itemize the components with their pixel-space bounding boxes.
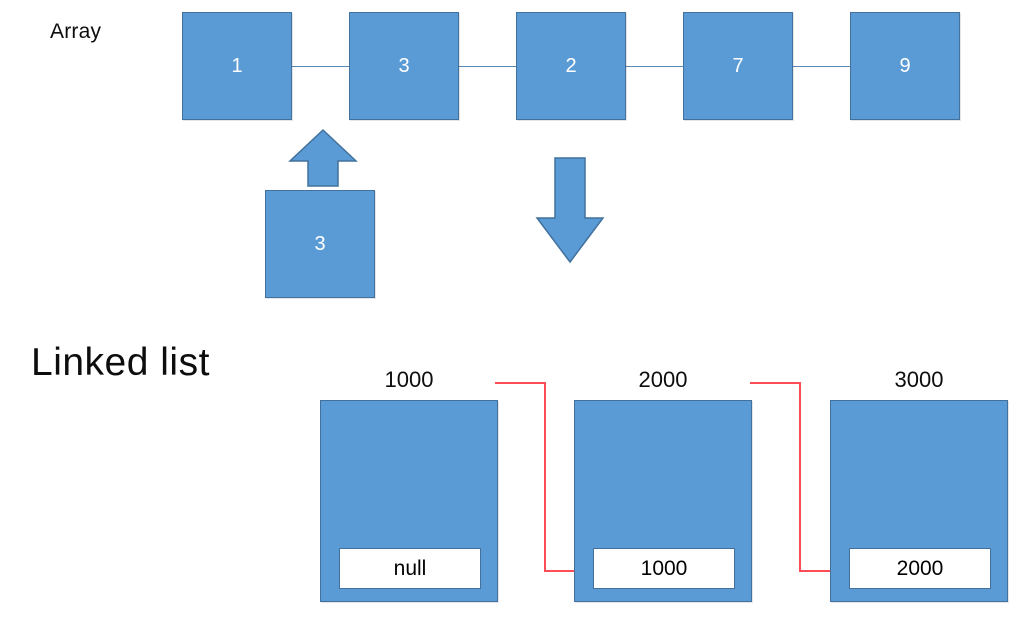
node-pointer-field[interactable]: 1000 <box>593 548 735 589</box>
linked-list-title: Linked list <box>31 341 210 384</box>
linked-list-node[interactable]: 2000 <box>830 400 1008 602</box>
pointer-connector-segment <box>799 570 851 572</box>
up-arrow-icon <box>288 128 358 187</box>
array-cell-value: 3 <box>398 55 410 77</box>
array-cell-connector <box>459 66 516 67</box>
array-cell[interactable]: 9 <box>850 12 960 120</box>
pointer-connector-segment <box>544 382 546 572</box>
array-cell-connector <box>292 66 349 67</box>
node-pointer-field[interactable]: null <box>339 548 481 589</box>
node-pointer-value: 1000 <box>640 557 688 580</box>
node-pointer-value: null <box>393 557 427 580</box>
array-cell-value: 1 <box>231 55 243 77</box>
inserted-element-box[interactable]: 3 <box>265 190 375 298</box>
array-cell[interactable]: 2 <box>516 12 626 120</box>
pointer-connector-segment <box>544 570 596 572</box>
pointer-connector-segment <box>799 382 801 572</box>
pointer-connector-segment <box>495 382 546 384</box>
array-cell[interactable]: 7 <box>683 12 793 120</box>
array-cell-value: 7 <box>732 55 744 77</box>
down-arrow-icon <box>535 157 605 264</box>
array-cell-value: 9 <box>899 55 911 77</box>
inserted-element-value: 3 <box>314 232 326 255</box>
array-cell-connector <box>626 66 683 67</box>
linked-list-node[interactable]: 1000 <box>574 400 752 602</box>
pointer-connector-segment <box>750 382 801 384</box>
array-section-label: Array <box>50 20 102 43</box>
node-address-label: 3000 <box>894 367 944 392</box>
array-cell[interactable]: 3 <box>349 12 459 120</box>
array-cell[interactable]: 1 <box>182 12 292 120</box>
array-cell-value: 2 <box>565 55 577 77</box>
node-address-label: 2000 <box>638 367 688 392</box>
array-cell-connector <box>793 66 850 67</box>
node-pointer-value: 2000 <box>896 557 944 580</box>
node-address-label: 1000 <box>384 367 434 392</box>
node-pointer-field[interactable]: 2000 <box>849 548 991 589</box>
linked-list-node[interactable]: null <box>320 400 498 602</box>
